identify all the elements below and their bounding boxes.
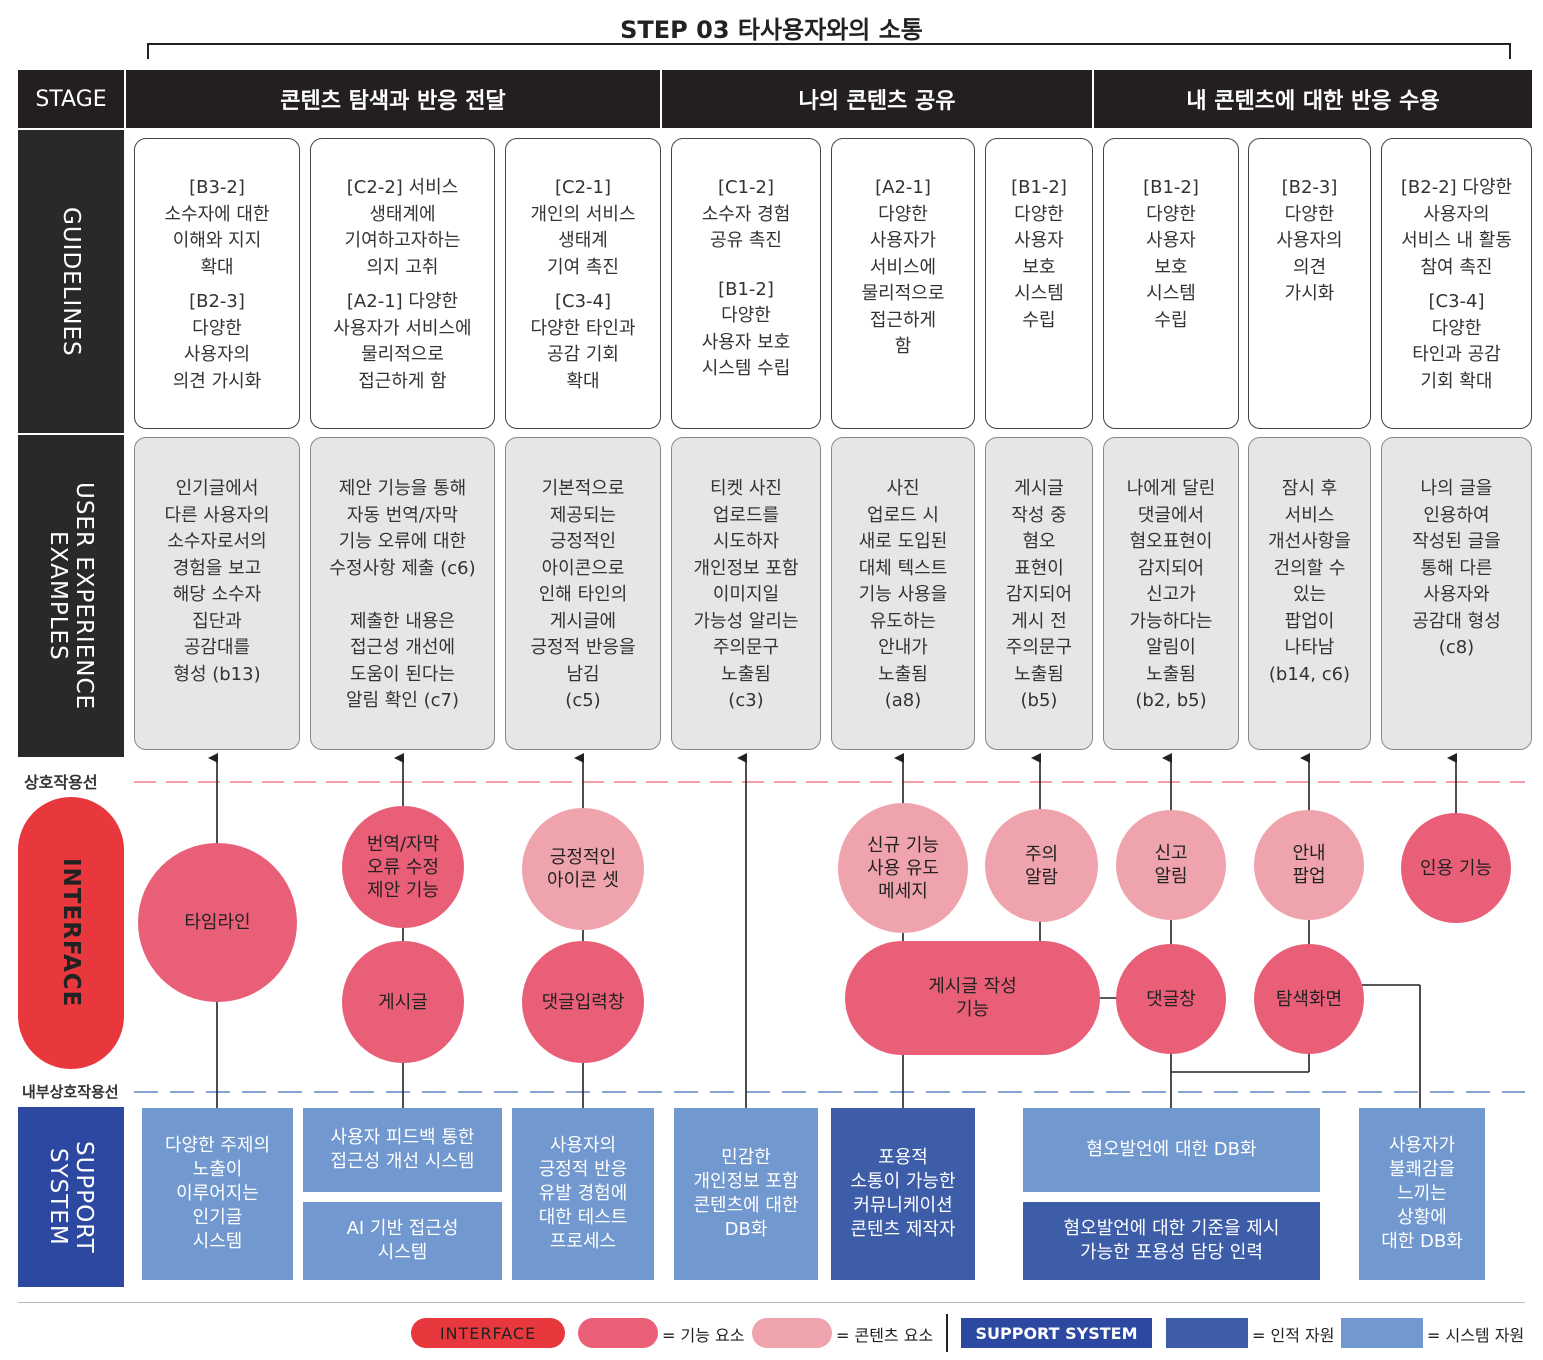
- ai-access-system: AI 기반 접근성 시스템: [303, 1202, 502, 1280]
- title-bracket: [147, 43, 1511, 59]
- post-write-node: 게시글 작성 기능: [845, 941, 1100, 1055]
- guideline-box: [C2-2] 서비스 생태계에 기여하고자하는 의지 고취[A2-1] 다양한 …: [310, 138, 495, 429]
- report-alert-node: 신고 알림: [1116, 810, 1226, 920]
- guideline-box: [C2-1] 개인의 서비스 생태계 기여 촉진[C3-4] 다양한 타인과 공…: [505, 138, 661, 429]
- row-label-guidelines: GUIDELINES: [18, 130, 124, 433]
- discomfort-db: 사용자가 불쾌감을 느끼는 상황에 대한 DB화: [1359, 1108, 1485, 1280]
- row-label-interface: INTERFACE: [18, 797, 124, 1069]
- inclusion-staff: 혐오발언에 대한 기준을 제시 가능한 포용성 담당 인력: [1023, 1202, 1320, 1280]
- feedback-access-system: 사용자 피드백 통한 접근성 개선 시스템: [303, 1108, 502, 1192]
- row-label-support: SUPPORT SYSTEM: [18, 1107, 124, 1287]
- positive-icons-node: 긍정적인 아이콘 셋: [522, 808, 644, 930]
- comment-window-node: 댓글창: [1116, 944, 1226, 1054]
- stage-receive: 내 콘텐츠에 대한 반응 수용: [1094, 70, 1532, 128]
- new-feature-message-node: 신규 기능 사용 유도 메세지: [838, 803, 968, 933]
- internal-line-label: 내부상호작용선: [22, 1083, 119, 1101]
- legend-content-swatch: [752, 1318, 832, 1348]
- guideline-box: [C1-2] 소수자 경험 공유 촉진[B1-2] 다양한 사용자 보호 시스템…: [671, 138, 821, 429]
- legend-human-label: = 인적 자원: [1252, 1326, 1335, 1345]
- popular-posts-system: 다양한 주제의 노출이 이루어지는 인기글 시스템: [142, 1108, 293, 1280]
- legend-content-label: = 콘텐츠 요소: [836, 1326, 934, 1345]
- legend-func-swatch: [578, 1318, 658, 1348]
- translation-suggest-node: 번역/자막 오류 수정 제안 기능: [342, 806, 464, 928]
- guideline-box: [A2-1] 다양한 사용자가 서비스에 물리적으로 접근하게 함: [831, 138, 975, 429]
- legend-system-swatch: [1341, 1318, 1423, 1348]
- ux-example-box: 나에게 달린 댓글에서 혐오표현이 감지되어 신고가 가능하다는 알림이 노출됨…: [1103, 437, 1239, 750]
- stage-explore: 콘텐츠 탐색과 반응 전달: [126, 70, 660, 128]
- guideline-box: [B1-2] 다양한 사용자 보호 시스템 수립: [985, 138, 1093, 429]
- ux-example-box: 사진 업로드 시 새로 도입된 대체 텍스트 기능 사용을 유도하는 안내가 노…: [831, 437, 975, 750]
- ux-example-box: 인기글에서 다른 사용자의 소수자로서의 경험을 보고 해당 소수자 집단과 공…: [134, 437, 300, 750]
- hate-speech-db: 혐오발언에 대한 DB화: [1023, 1108, 1320, 1192]
- legend-func-label: = 기능 요소: [662, 1326, 745, 1345]
- interaction-line-label: 상호작용선: [24, 773, 98, 792]
- ux-example-box: 티켓 사진 업로드를 시도하자 개인정보 포함 이미지일 가능성 알리는 주의문…: [671, 437, 821, 750]
- comment-input-node: 댓글입력창: [522, 941, 644, 1063]
- ux-example-box: 기본적으로 제공되는 긍정적인 아이콘으로 인해 타인의 게시글에 긍정적 반응…: [505, 437, 661, 750]
- warning-alert-node: 주의 알람: [985, 809, 1098, 922]
- stage-label: STAGE: [35, 86, 107, 112]
- inclusive-content-creator: 포용적 소통이 가능한 커뮤니케이션 콘텐츠 제작자: [831, 1108, 975, 1280]
- legend-system-label: = 시스템 자원: [1427, 1326, 1525, 1345]
- privacy-db: 민감한 개인정보 포함 콘텐츠에 대한 DB화: [674, 1108, 818, 1280]
- quote-feature-node: 인용 기능: [1401, 813, 1511, 923]
- legend-separator: [946, 1314, 948, 1352]
- legend-human-swatch: [1166, 1318, 1248, 1348]
- positive-test-process: 사용자의 긍정적 반응 유발 경험에 대한 테스트 프로세스: [512, 1108, 654, 1280]
- ux-example-box: 나의 글을 인용하여 작성된 글을 통해 다른 사용자와 공감대 형성 (c8): [1381, 437, 1532, 750]
- post-node: 게시글: [342, 941, 464, 1063]
- legend-divider: [18, 1302, 1525, 1303]
- timeline-node: 타임라인: [138, 843, 297, 1002]
- explore-screen-node: 탐색화면: [1254, 944, 1364, 1054]
- stage-header: STAGE: [18, 70, 124, 128]
- legend-interface: INTERFACE: [411, 1318, 565, 1348]
- stage-share: 나의 콘텐츠 공유: [662, 70, 1092, 128]
- ux-example-box: 잠시 후 서비스 개선사항을 건의할 수 있는 팝업이 나타남 (b14, c6…: [1248, 437, 1371, 750]
- diagram-title: STEP 03 타사용자와의 소통: [620, 16, 923, 44]
- legend-support-system: SUPPORT SYSTEM: [961, 1318, 1152, 1348]
- ux-example-box: 게시글 작성 중 혐오 표현이 감지되어 게시 전 주의문구 노출됨 (b5): [985, 437, 1093, 750]
- guideline-box: [B2-3] 다양한 사용자의 의견 가시화: [1248, 138, 1371, 429]
- guideline-box: [B3-2] 소수자에 대한 이해와 지지 확대[B2-3] 다양한 사용자의 …: [134, 138, 300, 429]
- row-label-ux: USER EXPERIENCE EXAMPLES: [18, 435, 124, 757]
- guideline-box: [B1-2] 다양한 사용자 보호 시스템 수립: [1103, 138, 1239, 429]
- guideline-box: [B2-2] 다양한 사용자의 서비스 내 활동 참여 촉진[C3-4] 다양한…: [1381, 138, 1532, 429]
- ux-example-box: 제안 기능을 통해 자동 번역/자막 기능 오류에 대한 수정사항 제출 (c6…: [310, 437, 495, 750]
- guide-popup-node: 안내 팝업: [1254, 810, 1364, 920]
